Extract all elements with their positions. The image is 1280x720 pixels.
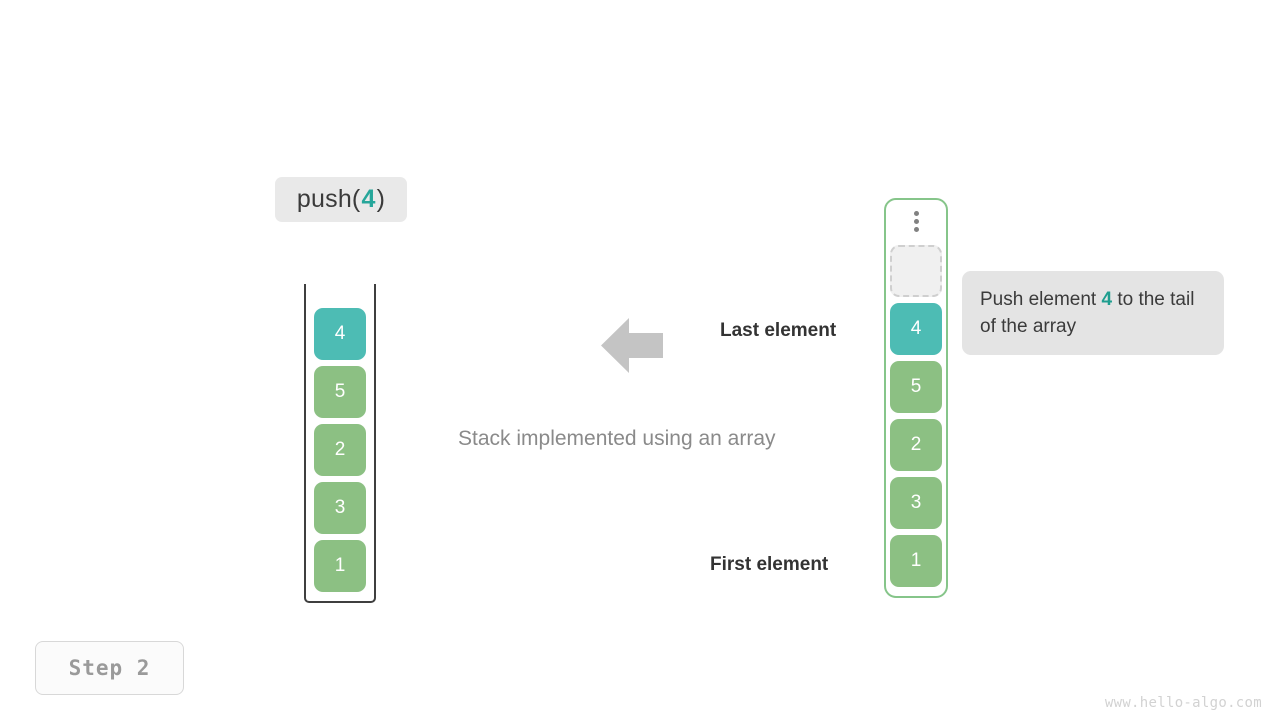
- stack-cell-value: 5: [334, 381, 346, 402]
- note-text-part2: to the tail of the array: [980, 289, 1195, 337]
- array-cell: 1: [890, 535, 942, 587]
- note-accent-value: 4: [1101, 289, 1113, 310]
- operation-prefix: push(: [296, 185, 361, 213]
- stack-cell-value: 3: [334, 497, 346, 518]
- diagram-caption: Stack implemented using an array: [458, 427, 776, 450]
- watermark: www.hello-algo.com: [1104, 695, 1262, 711]
- array-container: 4 5 2 3 1: [884, 198, 948, 598]
- stack-cell-value: 4: [334, 323, 346, 344]
- array-cell-empty: [890, 245, 942, 297]
- array-cell-value: 3: [910, 492, 922, 513]
- stack-cell: 3: [314, 482, 366, 534]
- array-cell: 5: [890, 361, 942, 413]
- step-badge: Step 2: [35, 641, 184, 695]
- annotation-note: Push element 4 to the tail of the array: [962, 271, 1224, 355]
- array-cell-value: 1: [910, 550, 922, 571]
- stack-cell-value: 1: [334, 555, 346, 576]
- array-cell-value: 2: [910, 434, 922, 455]
- stack-cell: 4: [314, 308, 366, 360]
- array-cell: 4: [890, 303, 942, 355]
- array-cell-value: 4: [910, 318, 922, 339]
- operation-value: 4: [361, 185, 376, 213]
- operation-label: push(4): [275, 177, 407, 222]
- last-element-label: Last element: [720, 320, 837, 341]
- stack-cell: 1: [314, 540, 366, 592]
- stack-cell: 2: [314, 424, 366, 476]
- first-element-label: First element: [710, 554, 829, 575]
- stack-cell: 5: [314, 366, 366, 418]
- stack-container: 4 5 2 3 1: [304, 284, 376, 603]
- operation-suffix: ): [376, 185, 386, 213]
- note-text-part1: Push element: [980, 289, 1102, 310]
- left-arrow-icon: [601, 318, 663, 373]
- vertical-ellipsis-icon: [886, 211, 946, 232]
- stack-cell-value: 2: [334, 439, 346, 460]
- array-cell: 3: [890, 477, 942, 529]
- array-cell-value: 5: [910, 376, 922, 397]
- array-cell: 2: [890, 419, 942, 471]
